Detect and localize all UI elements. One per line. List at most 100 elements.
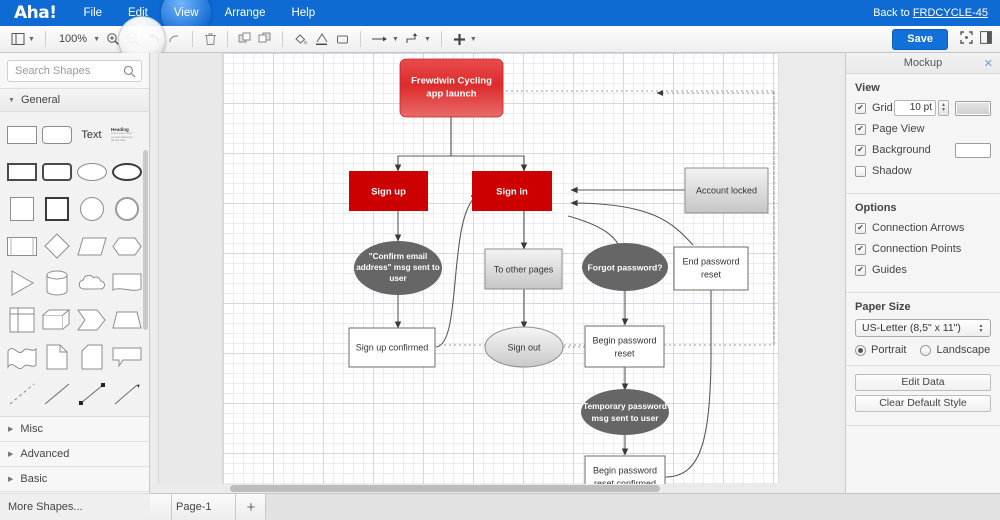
- shape-solid-line[interactable]: [41, 380, 72, 408]
- node-sign-in[interactable]: Sign in: [472, 171, 552, 211]
- shape-document[interactable]: [111, 269, 143, 297]
- shape-cube[interactable]: [41, 306, 72, 334]
- shape-text[interactable]: Text: [81, 129, 102, 141]
- fullscreen-icon[interactable]: [960, 31, 973, 47]
- send-to-back-icon[interactable]: [255, 29, 275, 50]
- back-link[interactable]: Back to FRDCYCLE-45: [873, 7, 1000, 19]
- bring-to-front-icon[interactable]: [235, 29, 255, 50]
- sidebar-scrollbar[interactable]: [143, 150, 148, 330]
- node-end-password-reset[interactable]: End password reset: [673, 246, 749, 291]
- landscape-option[interactable]: Landscape: [920, 344, 990, 356]
- more-shapes-button[interactable]: More Shapes...: [0, 493, 150, 520]
- shape-circle-bold[interactable]: [111, 195, 143, 223]
- grid-color-swatch[interactable]: [955, 100, 991, 116]
- fill-color-icon[interactable]: [290, 29, 311, 50]
- shape-rounded-rectangle-bold[interactable]: [41, 158, 72, 186]
- shape-rounded-rectangle[interactable]: [41, 121, 72, 149]
- shape-wave[interactable]: [6, 343, 37, 371]
- background-color-swatch[interactable]: [955, 142, 991, 158]
- zoom-in-icon[interactable]: [103, 29, 123, 50]
- shape-rectangle[interactable]: [6, 121, 37, 149]
- line-color-icon[interactable]: [311, 29, 332, 50]
- shape-process[interactable]: [6, 232, 37, 260]
- shape-triangle[interactable]: [6, 269, 37, 297]
- node-app-launch[interactable]: Frewdwin Cycling app launch: [399, 58, 504, 118]
- diagram-page[interactable]: Frewdwin Cycling app launch Sign up Sign…: [223, 53, 778, 493]
- paper-size-select[interactable]: US-Letter (8,5" x 11") ▲▼: [855, 319, 991, 337]
- page-view-checkbox[interactable]: [855, 123, 866, 135]
- edit-data-button[interactable]: Edit Data: [855, 374, 991, 391]
- shape-double-arrow-line[interactable]: [76, 380, 107, 408]
- portrait-option[interactable]: Portrait: [855, 344, 906, 356]
- landscape-radio[interactable]: [920, 344, 932, 356]
- clear-default-style-button[interactable]: Clear Default Style: [855, 395, 991, 412]
- waypoint-icon[interactable]: ▼: [402, 29, 434, 50]
- shape-note[interactable]: [76, 343, 107, 371]
- category-misc[interactable]: ▶ Misc: [0, 417, 149, 442]
- shape-callout[interactable]: [111, 343, 143, 371]
- shape-icon[interactable]: [332, 29, 353, 50]
- redo-icon[interactable]: [164, 29, 185, 50]
- shape-table[interactable]: [6, 306, 37, 334]
- menu-arrange[interactable]: Arrange: [212, 0, 279, 26]
- node-sign-up[interactable]: Sign up: [349, 171, 428, 211]
- guides-checkbox[interactable]: [855, 264, 866, 276]
- shape-chevron-arrow[interactable]: [76, 306, 107, 334]
- node-begin-password-reset[interactable]: Begin password reset: [584, 325, 665, 368]
- page-tab-page-1[interactable]: Page-1: [172, 494, 237, 520]
- search-shapes-box[interactable]: [7, 60, 142, 82]
- shape-arrow-line[interactable]: [111, 380, 143, 408]
- shape-trapezoid[interactable]: [111, 306, 143, 334]
- connector-arrow-icon[interactable]: ▼: [368, 29, 402, 50]
- connection-points-checkbox[interactable]: [855, 243, 866, 255]
- zoom-out-icon[interactable]: [123, 29, 143, 50]
- category-advanced[interactable]: ▶ Advanced: [0, 442, 149, 467]
- node-temporary-password[interactable]: Temporary password msg sent to user: [581, 389, 669, 435]
- shape-page-corner[interactable]: [41, 343, 72, 371]
- shape-hexagon[interactable]: [111, 232, 143, 260]
- group-header-general[interactable]: ▼ General: [0, 88, 149, 112]
- canvas-horizontal-scrollbar[interactable]: [150, 484, 845, 493]
- node-sign-out[interactable]: Sign out: [484, 326, 564, 368]
- shape-cylinder[interactable]: [41, 269, 72, 297]
- portrait-radio[interactable]: [855, 344, 866, 356]
- shape-diamond[interactable]: [41, 232, 72, 260]
- connection-arrows-checkbox[interactable]: [855, 222, 866, 234]
- search-input[interactable]: [8, 65, 141, 77]
- zoom-level-button[interactable]: 100% ▼: [53, 29, 103, 50]
- shape-dotted-line[interactable]: [6, 380, 37, 408]
- node-confirm-email[interactable]: "Confirm email address" msg sent to user: [354, 241, 442, 295]
- add-page-icon[interactable]: +: [236, 494, 267, 520]
- menu-edit[interactable]: Edit: [115, 0, 161, 26]
- scrollbar-thumb[interactable]: [230, 485, 660, 492]
- save-button[interactable]: Save: [892, 28, 948, 50]
- node-sign-up-confirmed[interactable]: Sign up confirmed: [348, 327, 436, 368]
- layout-icon[interactable]: ▼: [8, 29, 38, 50]
- menu-help[interactable]: Help: [278, 0, 328, 26]
- shadow-checkbox[interactable]: [855, 165, 866, 177]
- menu-file[interactable]: File: [70, 0, 115, 26]
- shape-rectangle-bold-outline[interactable]: [6, 158, 37, 186]
- node-to-other-pages[interactable]: To other pages: [484, 248, 563, 290]
- background-checkbox[interactable]: [855, 144, 866, 156]
- category-basic[interactable]: ▶ Basic: [0, 467, 149, 492]
- format-panel-icon[interactable]: [980, 31, 992, 47]
- grid-size-input[interactable]: 10 pt: [894, 100, 936, 116]
- shape-cloud[interactable]: [76, 269, 107, 297]
- undo-icon[interactable]: [143, 29, 164, 50]
- grid-checkbox[interactable]: [855, 102, 866, 114]
- menu-view[interactable]: View: [161, 0, 212, 26]
- canvas-area[interactable]: Frewdwin Cycling app launch Sign up Sign…: [150, 53, 845, 493]
- node-account-locked[interactable]: Account locked: [684, 167, 769, 214]
- trash-icon[interactable]: [200, 29, 220, 50]
- shape-square-bold[interactable]: [41, 195, 72, 223]
- shape-ellipse-bold[interactable]: [111, 158, 143, 186]
- shape-ellipse[interactable]: [76, 158, 107, 186]
- close-icon[interactable]: ✕: [983, 58, 993, 70]
- node-forgot-password[interactable]: Forgot password?: [582, 243, 668, 291]
- shape-square[interactable]: [6, 195, 37, 223]
- grid-size-stepper[interactable]: ▲▼: [938, 100, 949, 116]
- shape-circle[interactable]: [76, 195, 107, 223]
